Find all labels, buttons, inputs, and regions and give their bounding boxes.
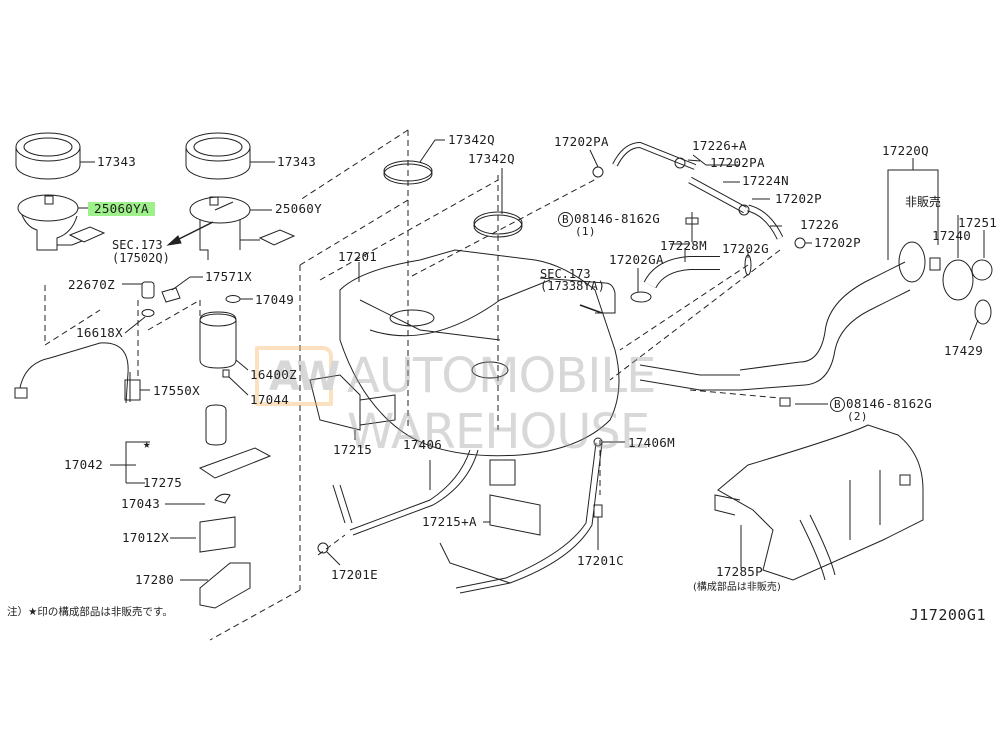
part-label-17226-a[interactable]: 17226+A: [692, 138, 747, 153]
part-label-17571x[interactable]: 17571X: [205, 269, 252, 284]
part-label-08146-8162g-1[interactable]: 08146-8162G: [574, 211, 661, 226]
part-label-17202ga[interactable]: 17202GA: [609, 252, 664, 267]
part-label-25060ya-highlighted[interactable]: 25060YA: [88, 202, 155, 216]
part-qty-1: (1): [575, 225, 596, 238]
part-label-17202p-a[interactable]: 17202P: [775, 191, 822, 206]
part-label-17049[interactable]: 17049: [255, 292, 295, 307]
part-label-17406[interactable]: 17406: [403, 437, 443, 452]
part-label-17042[interactable]: 17042: [64, 457, 104, 472]
part-label-17043[interactable]: 17043: [121, 496, 161, 511]
footnote: 注）★印の構成部品は非販売です。: [7, 606, 173, 618]
part-label-16400z[interactable]: 16400Z: [250, 367, 297, 382]
part-label-17280[interactable]: 17280: [135, 572, 175, 587]
heat-shield-17285p: [714, 424, 924, 581]
part-label-17201e[interactable]: 17201E: [331, 567, 378, 582]
part-label-17429[interactable]: 17429: [944, 343, 984, 358]
section-ref-173-a-code: (17502Q): [112, 251, 170, 265]
part-label-17044[interactable]: 17044: [250, 392, 290, 407]
part-label-17228m[interactable]: 17228M: [660, 238, 707, 253]
part-label-17012x[interactable]: 17012X: [122, 530, 169, 545]
fuel-tank-17201: [339, 249, 620, 457]
lock-ring-17343-left: [15, 132, 95, 180]
part-label-17251[interactable]: 17251: [958, 215, 998, 230]
tank-straps: [309, 374, 625, 594]
fuel-pump-module-25060y: [166, 196, 296, 260]
part-label-17226[interactable]: 17226: [800, 217, 840, 232]
part-label-17343-right[interactable]: 17343: [277, 154, 317, 169]
section-ref-173-b-code: (17338YA): [540, 279, 606, 293]
part-label-17224n[interactable]: 17224N: [742, 173, 789, 188]
part-label-17285p[interactable]: 17285P: [716, 564, 763, 579]
part-label-17220q[interactable]: 17220Q: [882, 143, 929, 158]
part-label-17275[interactable]: 17275: [143, 475, 183, 490]
section-ref-173-a[interactable]: SEC.173: [112, 238, 163, 252]
part-label-25060y[interactable]: 25060Y: [275, 201, 322, 216]
part-label-17342q-a[interactable]: 17342Q: [448, 132, 495, 147]
part-label-17240[interactable]: 17240: [932, 228, 972, 243]
part-label-17202pa-a[interactable]: 17202PA: [554, 134, 609, 149]
part-label-17215-a[interactable]: 17215+A: [422, 514, 477, 529]
bolt-b-circle-icon-2: B: [830, 397, 845, 412]
part-label-17550x[interactable]: 17550X: [153, 383, 200, 398]
diagram-code: J17200G1: [909, 606, 986, 624]
part-label-17406m[interactable]: 17406M: [628, 435, 675, 450]
filler-tube-17220q: [639, 158, 993, 407]
part-note-17285p: (構成部品は非販売): [693, 582, 781, 593]
part-label-17202g[interactable]: 17202G: [722, 241, 769, 256]
part-label-17343-left[interactable]: 17343: [97, 154, 137, 169]
bolt-b-circle-icon: B: [558, 212, 573, 227]
small-parts-left: [14, 276, 272, 609]
part-label-22670z[interactable]: 22670Z: [68, 277, 115, 292]
part-label-17215[interactable]: 17215: [333, 442, 373, 457]
part-label-17342q-b[interactable]: 17342Q: [468, 151, 515, 166]
part-label-16618x[interactable]: 16618X: [76, 325, 123, 340]
not-sold-label: 非販売: [905, 195, 942, 209]
fuel-pump-module-25060ya: [17, 194, 106, 251]
part-label-08146-8162g-2[interactable]: 08146-8162G: [846, 396, 933, 411]
part-qty-2: (2): [847, 410, 868, 423]
part-label-17201[interactable]: 17201: [338, 249, 378, 264]
star-marker-icon: ★: [143, 436, 151, 451]
part-label-17202p-b[interactable]: 17202P: [814, 235, 861, 250]
vent-hoses: [589, 141, 812, 303]
dashed-guide-lines: [44, 129, 781, 641]
o-ring-17342q: [383, 139, 523, 238]
part-label-17201c[interactable]: 17201C: [577, 553, 624, 568]
section-ref-173-b[interactable]: SEC.173: [540, 267, 591, 281]
part-label-17202pa-b[interactable]: 17202PA: [710, 155, 765, 170]
lock-ring-17343-right: [185, 132, 275, 180]
